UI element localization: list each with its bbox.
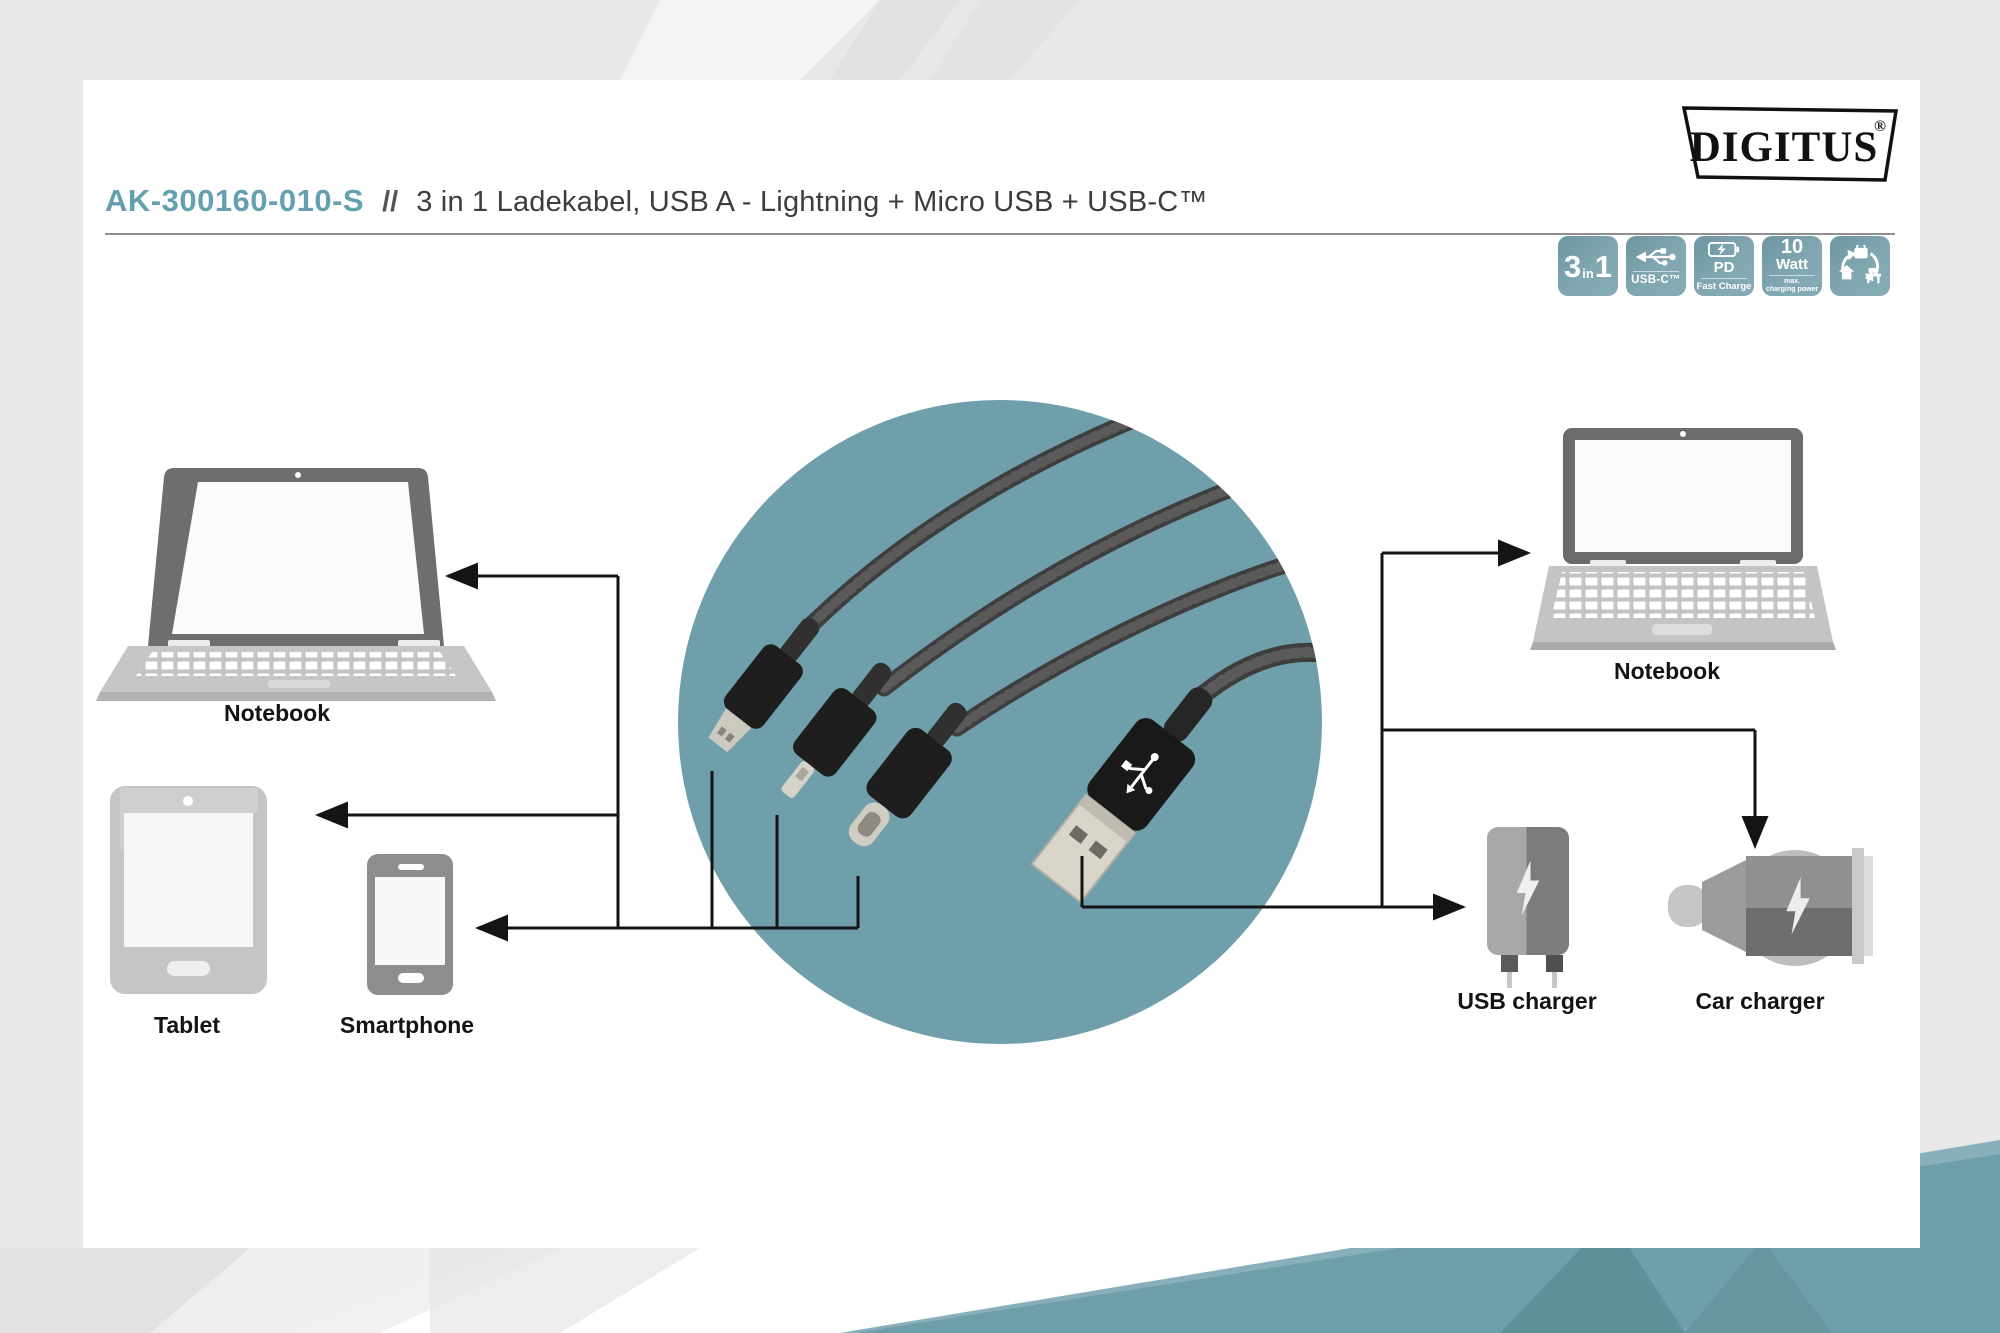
badge-usb-c: USB-C™ [1626, 236, 1686, 296]
registered-mark: ® [1874, 118, 1886, 135]
product-code: AK-300160-010-S [105, 183, 365, 218]
product-title: 3 in 1 Ladekabel, USB A - Lightning + Mi… [416, 186, 1208, 218]
usb-charger-label: USB charger [1457, 988, 1597, 1014]
connection-lines [315, 539, 1769, 942]
page-title: AK-300160-010-S // 3 in 1 Ladekabel, USB… [105, 183, 1208, 219]
lightning-connector [781, 662, 892, 798]
smartphone-icon [367, 854, 453, 995]
badge-watt-sub1: max. [1784, 277, 1800, 285]
usb-c-connector [848, 702, 967, 847]
car-charger-icon [1668, 848, 1873, 966]
badge-universal-use [1830, 236, 1890, 296]
badge-3in1-text: 3 in 1 [1563, 248, 1613, 284]
badge-watt-value: 10 [1780, 236, 1804, 258]
feature-badges: 3 in 1 USB-C™ [1558, 236, 1890, 296]
notebook-right-icon [1530, 428, 1836, 650]
usb-trident-mark [1120, 753, 1159, 795]
car-charger-label: Car charger [1695, 988, 1825, 1014]
smartphone-label: Smartphone [339, 1012, 475, 1038]
tablet-icon [110, 786, 267, 994]
badge-fast-charge-label: Fast Charge [1696, 280, 1752, 292]
home-travel-office-icon [1839, 245, 1881, 284]
usb-a-connector [1030, 687, 1213, 904]
badge-3in1: 3 in 1 [1558, 236, 1618, 296]
notebook-left-label: Notebook [223, 700, 331, 726]
teal-circle [678, 400, 1322, 1044]
badge-10-watt: 10 Watt max. charging power [1762, 236, 1822, 296]
notebook-right-label: Notebook [1613, 658, 1721, 684]
badge-pd-fast-charge: PD Fast Charge [1694, 236, 1754, 296]
tablet-label: Tablet [153, 1012, 221, 1038]
battery-charge-icon [1708, 241, 1740, 257]
product-photo [678, 400, 1322, 1044]
title-separator: // [382, 186, 399, 218]
usb-charger-icon [1487, 827, 1569, 988]
notebook-left-icon [96, 468, 496, 701]
micro-usb-connector [708, 617, 820, 753]
badge-usb-c-label: USB-C™ [1631, 274, 1681, 286]
title-rule [105, 233, 1895, 235]
badge-watt-sub2: charging power [1765, 286, 1819, 293]
badge-watt-unit: Watt [1776, 255, 1808, 273]
badge-pd-label: PD [1713, 258, 1735, 276]
logo-frame [1681, 106, 1899, 182]
logo-text: DIGITUS [1690, 124, 1879, 171]
usb-trident-icon [1635, 248, 1676, 266]
digitus-logo: DIGITUS ® [1681, 106, 1899, 182]
